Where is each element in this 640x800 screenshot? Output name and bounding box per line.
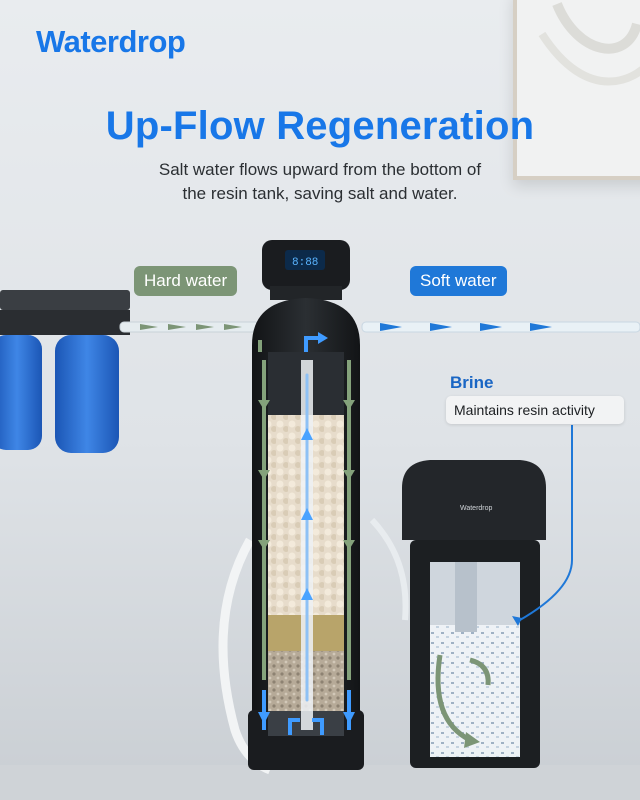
brine-title: Brine	[450, 373, 494, 392]
subtitle-line-1: Salt water flows upward from the bottom …	[158, 160, 482, 179]
brand-logo: Waterdrop	[36, 24, 186, 60]
up-flow-arrows	[258, 332, 355, 735]
page-title: Up-Flow Regeneration	[105, 104, 535, 148]
blue-filter-cartridge-2	[55, 335, 119, 453]
subtitle-line-2: the resin tank, saving salt and water.	[182, 184, 458, 203]
brine-description: Maintains resin activity	[446, 396, 624, 424]
salt-bed	[430, 625, 520, 757]
blue-filter-cartridge-1	[0, 335, 42, 450]
valve-display-screen	[285, 250, 325, 270]
brine-tank-lid	[402, 460, 546, 540]
riser-up-arrows	[301, 428, 313, 600]
wall-art-frame	[513, 0, 640, 180]
soft-water-label: Soft water	[410, 266, 507, 296]
svg-text:8:88: 8:88	[292, 257, 318, 269]
filter-bracket	[0, 290, 130, 310]
hard-water-flow-arrows	[140, 324, 242, 330]
floor	[0, 765, 640, 800]
wall-art	[538, 2, 640, 86]
hard-water-label: Hard water	[134, 266, 238, 296]
brand-name: Waterdrop	[36, 24, 186, 59]
page-subtitle: Salt water flows upward from the bottom …	[0, 158, 640, 206]
brine-pointer-line	[519, 425, 573, 621]
soft-water-flow-arrows	[380, 323, 552, 331]
brine-tank-logo: Waterdrop	[460, 505, 493, 512]
down-flow-arrows	[258, 360, 355, 680]
